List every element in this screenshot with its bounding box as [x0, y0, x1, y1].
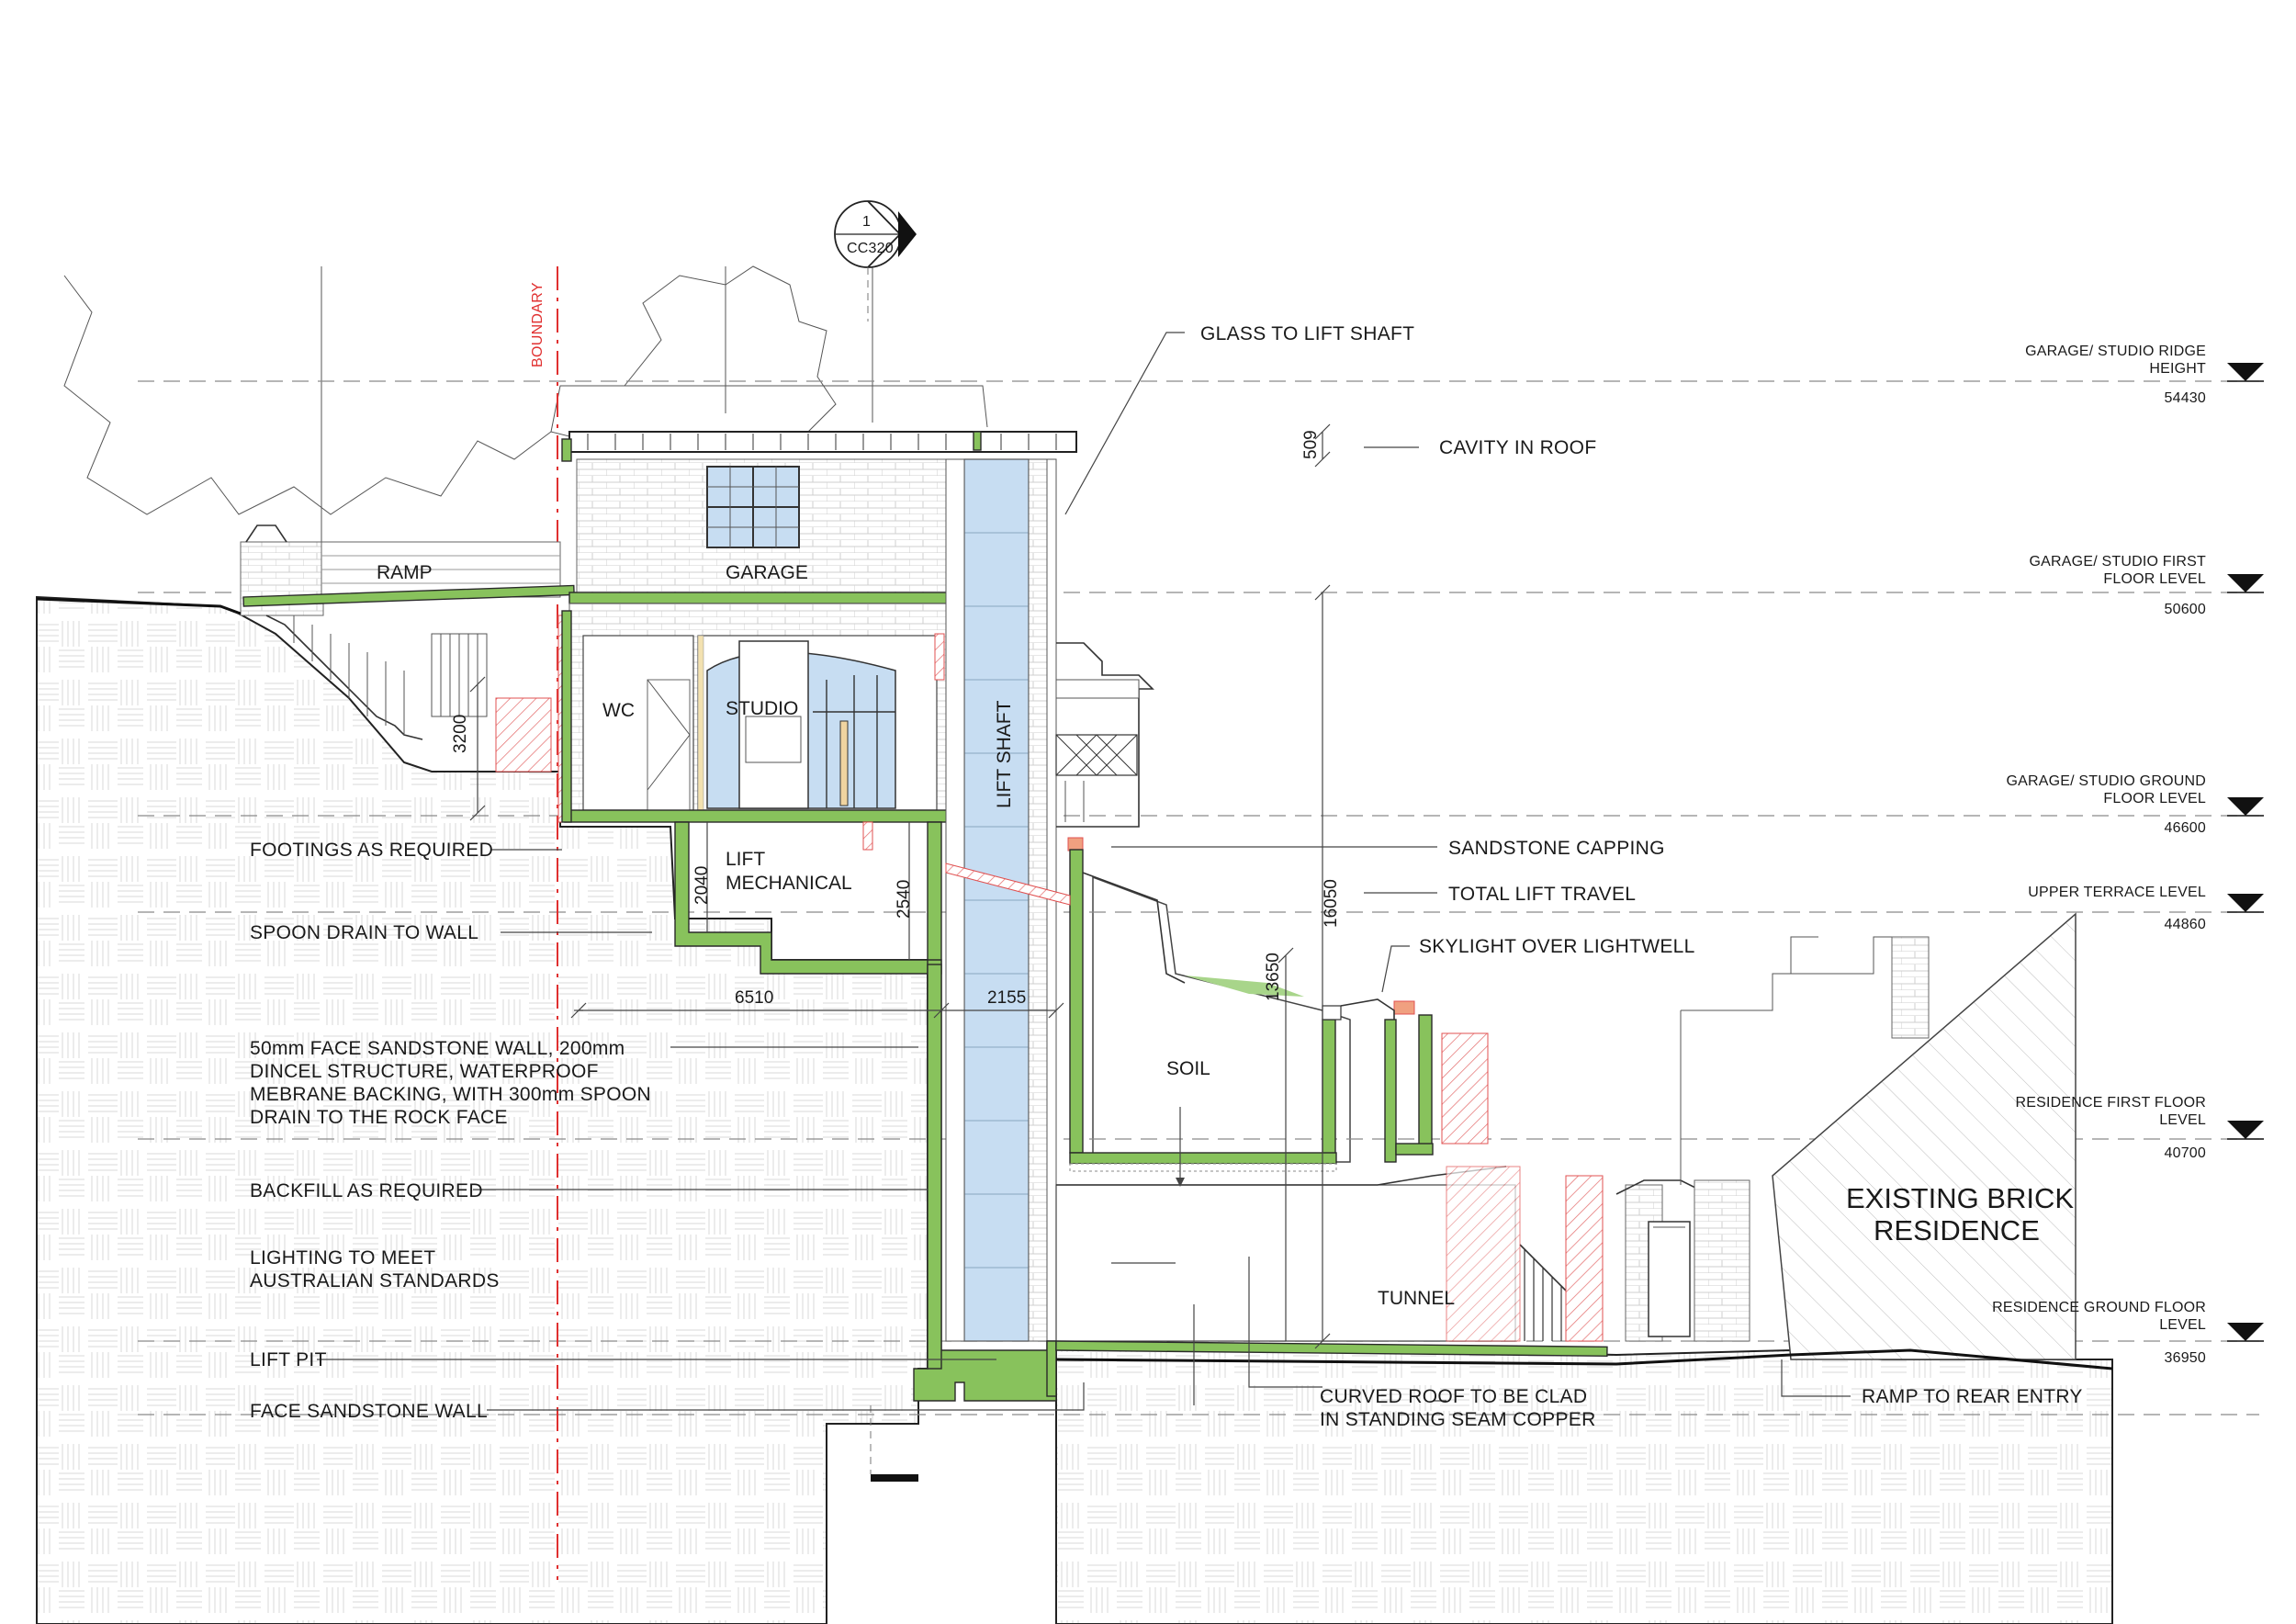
neighbour-balcony [1056, 642, 1154, 828]
room-tunnel: TUNNEL [1378, 1288, 1455, 1309]
note-lighting-1: LIGHTING TO MEET [250, 1247, 435, 1269]
lightwell-floor-slab [1069, 1152, 1337, 1165]
svg-text:FLOOR LEVEL: FLOOR LEVEL [2103, 571, 2206, 587]
level-marker-upper-terrace: UPPER TERRACE LEVEL 44860 [2028, 885, 2264, 932]
room-garage: GARAGE [726, 562, 808, 583]
svg-text:HEIGHT: HEIGHT [2149, 361, 2206, 377]
garage-roof [568, 431, 1077, 453]
note-cavity-roof: CAVITY IN ROOF [1439, 437, 1596, 458]
svg-text:UPPER TERRACE LEVEL: UPPER TERRACE LEVEL [2028, 885, 2206, 900]
rock-mass-right [1055, 1339, 2113, 1624]
svg-text:RESIDENCE GROUND FLOOR: RESIDENCE GROUND FLOOR [1992, 1300, 2206, 1315]
note-lift-pit: LIFT PIT [250, 1349, 327, 1370]
dimension-lines [469, 423, 1331, 1349]
level-marker-first-floor: GARAGE/ STUDIO FIRST FLOOR LEVEL 50600 [2030, 554, 2264, 617]
svg-text:40700: 40700 [2165, 1145, 2207, 1161]
svg-text:RESIDENCE FIRST FLOOR: RESIDENCE FIRST FLOOR [2016, 1095, 2207, 1111]
dimension-2040: 2040 [692, 866, 712, 905]
dimension-509: 509 [1301, 430, 1321, 459]
dimension-3200: 3200 [451, 715, 470, 753]
dimension-2155: 2155 [987, 988, 1026, 1008]
garage-floor-slab [568, 592, 949, 604]
section-marker-sheet: CC320 [847, 241, 894, 256]
svg-text:FLOOR LEVEL: FLOOR LEVEL [2103, 791, 2206, 806]
level-marker-residence-first: RESIDENCE FIRST FLOOR LEVEL 40700 [2016, 1095, 2264, 1161]
note-backfill: BACKFILL AS REQUIRED [250, 1180, 483, 1201]
room-wc: WC [602, 700, 635, 721]
svg-text:54430: 54430 [2165, 390, 2207, 406]
existing-residence-label-2: RESIDENCE [1874, 1214, 2040, 1246]
ramp-slab [242, 584, 575, 607]
note-curved-roof-1: CURVED ROOF TO BE CLAD [1320, 1386, 1587, 1407]
svg-text:46600: 46600 [2165, 820, 2207, 836]
room-lift-mechanical-2: MECHANICAL [726, 873, 852, 894]
note-sandstone-wall-3: MEBRANE BACKING, WITH 300mm SPOON [250, 1084, 651, 1105]
lift-mechanical-walls [674, 821, 942, 975]
level-marker-residence-ground: RESIDENCE GROUND FLOOR LEVEL 36950 [1992, 1300, 2264, 1366]
note-sandstone-capping: SANDSTONE CAPPING [1448, 838, 1665, 859]
svg-text:GARAGE/ STUDIO RIDGE: GARAGE/ STUDIO RIDGE [2025, 344, 2206, 359]
note-ramp-rear-entry: RAMP TO REAR ENTRY [1862, 1386, 2083, 1407]
dimension-16050: 16050 [1322, 879, 1341, 928]
left-leaders [317, 849, 1322, 1411]
level-marker-ridge: GARAGE/ STUDIO RIDGE HEIGHT 54430 [2025, 344, 2264, 406]
dimension-6510: 6510 [735, 988, 773, 1008]
tree-outline-left [63, 275, 589, 515]
soil-grass [1185, 976, 1304, 997]
boundary-label: BOUNDARY [530, 282, 546, 367]
level-marker-ground-floor: GARAGE/ STUDIO GROUND FLOOR LEVEL 46600 [2006, 773, 2264, 836]
skylight [1340, 998, 1395, 1020]
studio-floor-slab [564, 809, 951, 823]
note-face-sandstone: FACE SANDSTONE WALL [250, 1401, 488, 1422]
retaining-wall-lightwell [1069, 849, 1084, 1154]
note-sandstone-wall-4: DRAIN TO THE ROCK FACE [250, 1107, 508, 1128]
svg-text:50600: 50600 [2165, 602, 2207, 617]
svg-text:LEVEL: LEVEL [2159, 1317, 2206, 1333]
note-sandstone-wall-2: DINCEL STRUCTURE, WATERPROOF [250, 1061, 599, 1082]
right-leaders [1064, 332, 1851, 1402]
svg-text:GARAGE/ STUDIO FIRST: GARAGE/ STUDIO FIRST [2030, 554, 2206, 570]
room-soil: SOIL [1166, 1058, 1210, 1079]
note-lighting-2: AUSTRALIAN STANDARDS [250, 1270, 500, 1291]
note-footings: FOOTINGS AS REQUIRED [250, 840, 493, 861]
room-lift-shaft: LIFT SHAFT [994, 700, 1015, 808]
svg-text:44860: 44860 [2165, 917, 2207, 932]
note-sandstone-wall-1: 50mm FACE SANDSTONE WALL, 200mm [250, 1038, 625, 1059]
note-curved-roof-2: IN STANDING SEAM COPPER [1320, 1409, 1596, 1430]
svg-text:LEVEL: LEVEL [2159, 1112, 2206, 1128]
room-ramp: RAMP [377, 562, 433, 583]
existing-residence-label-1: EXISTING BRICK [1846, 1182, 2074, 1214]
section-marker-number: 1 [862, 214, 871, 230]
note-skylight: SKYLIGHT OVER LIGHTWELL [1419, 936, 1695, 957]
note-glass-lift-shaft: GLASS TO LIFT SHAFT [1200, 323, 1414, 344]
dimension-2540: 2540 [895, 880, 914, 919]
svg-text:36950: 36950 [2165, 1350, 2207, 1366]
existing-residence [1772, 912, 2077, 1360]
section-marker [834, 200, 917, 321]
note-total-lift-travel: TOTAL LIFT TRAVEL [1448, 884, 1636, 905]
section-cut-mark [871, 1474, 918, 1482]
soil-mass [1092, 875, 1351, 1163]
garage-window [706, 466, 800, 548]
rear-entry-door [1648, 1221, 1691, 1337]
note-spoon-drain: SPOON DRAIN TO WALL [250, 922, 478, 943]
room-lift-mechanical-1: LIFT [726, 849, 765, 870]
tree-outline-center [624, 265, 837, 433]
dimension-13650: 13650 [1264, 953, 1283, 1001]
room-studio: STUDIO [726, 698, 798, 719]
svg-text:GARAGE/ STUDIO GROUND: GARAGE/ STUDIO GROUND [2006, 773, 2206, 789]
rock-mass-left [36, 595, 929, 1624]
